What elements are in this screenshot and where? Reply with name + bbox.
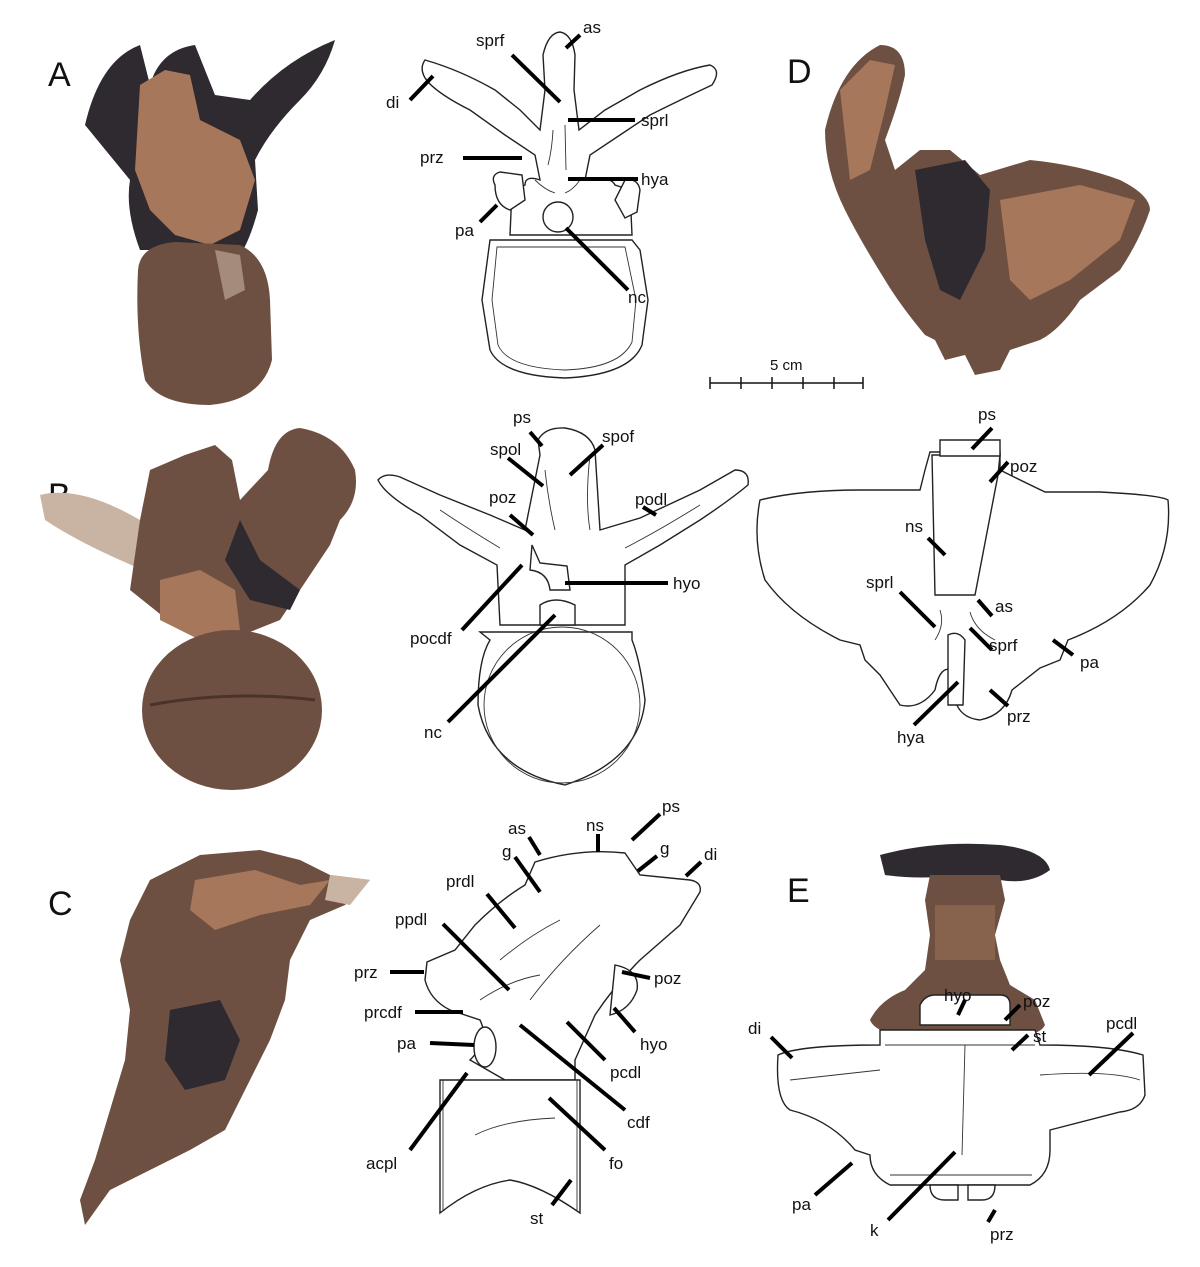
photo-c (80, 850, 370, 1225)
drawing-b (377, 427, 749, 786)
label-b-hyo: hyo (673, 574, 700, 593)
label-d-hya: hya (897, 728, 925, 747)
label-c-g-right: g (660, 839, 669, 858)
label-c-fo: fo (609, 1154, 623, 1173)
label-b-ps: ps (513, 408, 531, 427)
label-c-as: as (508, 819, 526, 838)
label-d-poz: poz (1010, 457, 1037, 476)
label-c-poz: poz (654, 969, 681, 988)
label-e-pa: pa (792, 1195, 811, 1214)
label-b-nc: nc (424, 723, 442, 742)
leader-lines (390, 33, 1135, 1224)
label-a-di: di (386, 93, 399, 112)
label-d-ns: ns (905, 517, 923, 536)
label-c-ppdl: ppdl (395, 910, 427, 929)
label-c-pa: pa (397, 1034, 416, 1053)
label-b-poz: poz (489, 488, 516, 507)
label-d-as: as (995, 597, 1013, 616)
label-c-acpl: acpl (366, 1154, 397, 1173)
label-c-g-left: g (502, 842, 511, 861)
label-d-prz: prz (1007, 707, 1031, 726)
label-d-pa: pa (1080, 653, 1099, 672)
panel-letter-e: E (787, 872, 810, 910)
panel-letter-c: C (48, 885, 73, 923)
label-c-hyo: hyo (640, 1035, 667, 1054)
label-d-sprf: sprf (989, 636, 1018, 655)
label-b-spol: spol (490, 440, 521, 459)
label-a-hya: hya (641, 170, 669, 189)
label-e-prz: prz (990, 1225, 1014, 1244)
label-c-ns: ns (586, 816, 604, 835)
label-a-sprf: sprf (476, 31, 505, 50)
drawing-c (424, 851, 701, 1215)
label-c-ps: ps (662, 797, 680, 816)
label-e-k: k (870, 1221, 879, 1240)
label-a-sprl: sprl (641, 111, 668, 130)
photo-a (85, 40, 335, 405)
label-a-as: as (583, 18, 601, 37)
label-e-di: di (748, 1019, 761, 1038)
photo-b (40, 428, 356, 790)
panel-letter-d: D (787, 53, 812, 91)
label-c-prdl: prdl (446, 872, 474, 891)
label-b-spof: spof (602, 427, 634, 446)
panel-letter-a: A (48, 56, 71, 94)
label-c-di: di (704, 845, 717, 864)
label-e-hyo: hyo (944, 986, 971, 1005)
label-c-pcdl: pcdl (610, 1063, 641, 1082)
drawing-d (756, 439, 1170, 721)
label-c-cdf: cdf (627, 1113, 650, 1132)
label-c-prz: prz (354, 963, 378, 982)
label-d-ps: ps (978, 405, 996, 424)
label-e-st: st (1033, 1027, 1047, 1046)
scale-bar: 5 cm (709, 357, 864, 389)
label-b-pocdf: pocdf (410, 629, 452, 648)
label-a-pa: pa (455, 221, 474, 240)
label-b-podl: podl (635, 490, 667, 509)
label-a-prz: prz (420, 148, 444, 167)
photo-d (825, 45, 1150, 375)
label-c-prcdf: prcdf (364, 1003, 402, 1022)
label-c-st: st (530, 1209, 544, 1228)
label-a-nc: nc (628, 288, 646, 307)
label-e-pcdl: pcdl (1106, 1014, 1137, 1033)
label-e-poz: poz (1023, 992, 1050, 1011)
drawing-e (776, 994, 1146, 1201)
scale-bar-label: 5 cm (770, 357, 803, 374)
label-d-sprl: sprl (866, 573, 893, 592)
drawing-a (421, 31, 718, 379)
